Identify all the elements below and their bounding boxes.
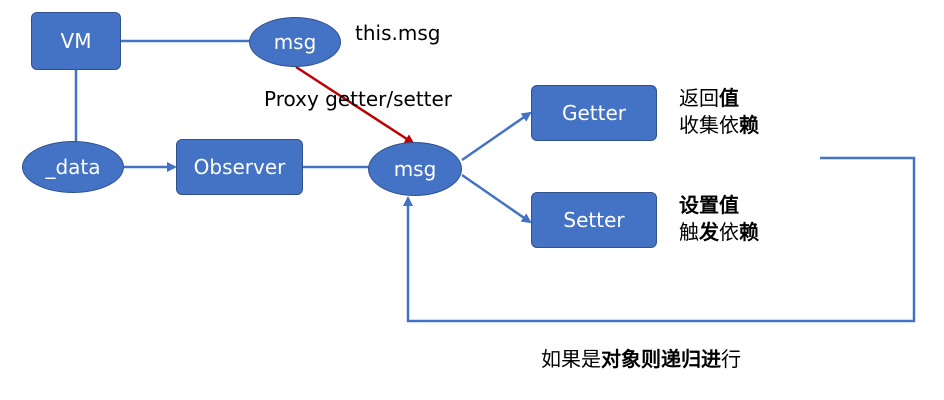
- setter-note-depend: 依: [719, 220, 739, 244]
- setter-note-touch: 触: [679, 220, 699, 244]
- arrow-msg-setter: [461, 173, 532, 224]
- getter-note: 返回值 收集依赖: [679, 85, 759, 139]
- proxy-arrow: [295, 65, 415, 145]
- arrow-msg-getter: [461, 111, 532, 162]
- setter-note: 设置值 触发依赖: [679, 192, 759, 246]
- vm-node: VM: [31, 12, 121, 70]
- getter-note-collect: 收集依: [679, 113, 739, 137]
- setter-node: Setter: [531, 192, 657, 248]
- recursion-note-object: 对象: [601, 347, 641, 371]
- proxy-getter-setter-label: Proxy getter/setter: [264, 87, 453, 111]
- getter-note-line-1: 返回值: [679, 85, 759, 112]
- setter-note-line-2: 触发依赖: [679, 219, 759, 246]
- msg-center-node: msg: [368, 142, 462, 196]
- setter-note-line-1: 设置值: [679, 192, 759, 219]
- data-node: _data: [22, 141, 124, 193]
- getter-note-return: 返回: [679, 86, 719, 110]
- recursion-loop-arrow: [403, 156, 916, 323]
- recursion-note-recurse: 则递归进: [641, 347, 721, 371]
- getter-node: Getter: [531, 85, 657, 141]
- getter-note-dep: 赖: [739, 113, 759, 137]
- recursion-note-if: 如果是: [541, 347, 601, 371]
- setter-note-dep: 赖: [739, 220, 759, 244]
- recursion-note: 如果是对象则递归进行: [541, 346, 741, 373]
- recursion-note-do: 行: [721, 347, 741, 371]
- setter-note-value: 值: [719, 193, 739, 217]
- setter-note-trigger: 发: [699, 220, 719, 244]
- getter-note-line-2: 收集依赖: [679, 112, 759, 139]
- msg-top-node: msg: [249, 17, 341, 67]
- setter-note-set: 设置: [679, 193, 719, 217]
- getter-note-value: 值: [719, 86, 739, 110]
- observer-node: Observer: [176, 139, 303, 195]
- this-msg-label: this.msg: [355, 21, 441, 45]
